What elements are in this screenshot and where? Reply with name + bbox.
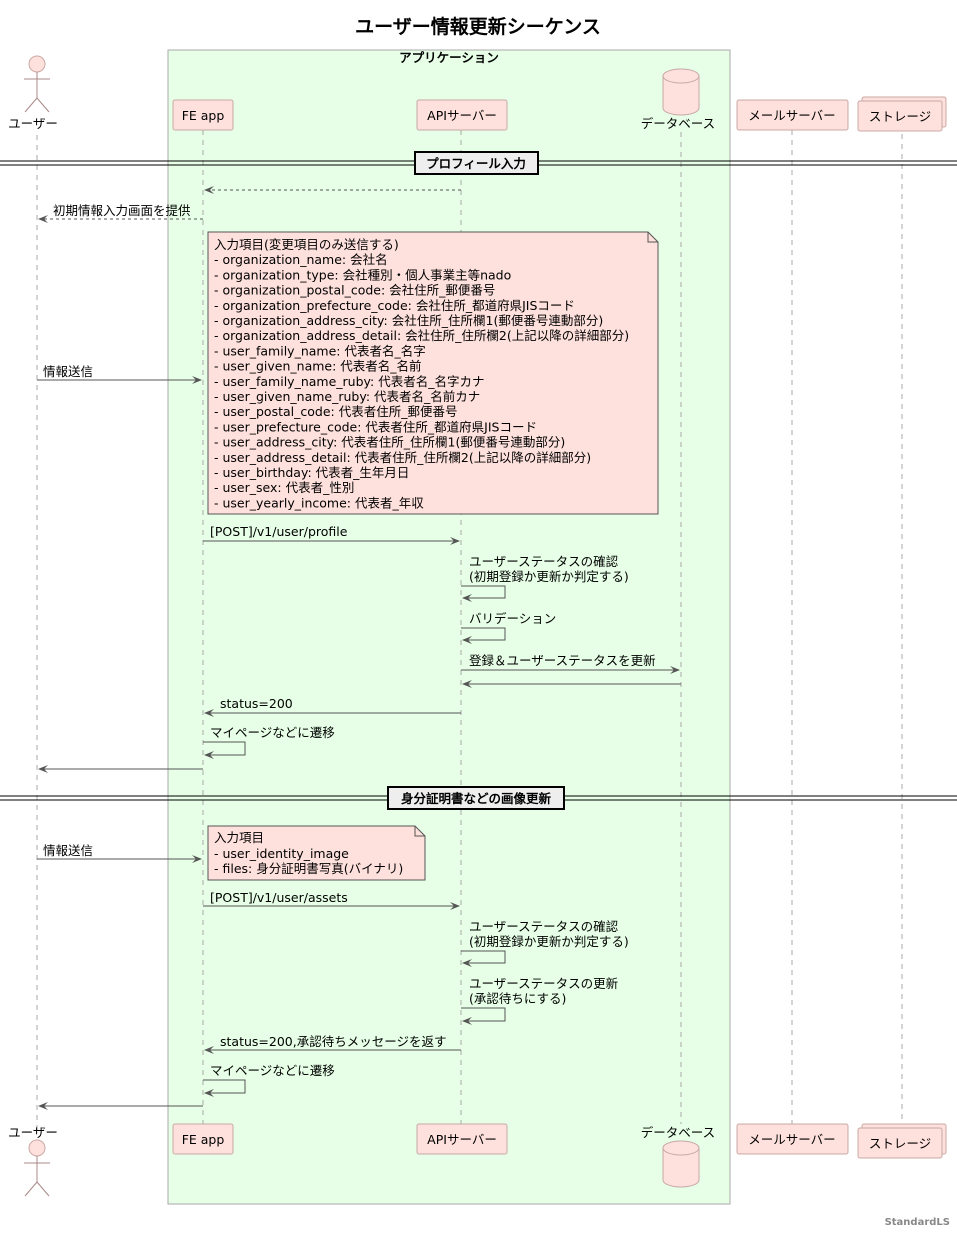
svg-text:ユーザー: ユーザー	[8, 116, 58, 131]
note-line: - user_yearly_income: 代表者_年収	[214, 495, 424, 510]
note-line: 入力項目(変更項目のみ送信する)	[214, 237, 399, 252]
note-line: - user_birthday: 代表者_生年月日	[214, 465, 409, 480]
svg-text:メールサーバー: メールサーバー	[748, 1132, 835, 1147]
self-message-check-2	[461, 950, 506, 967]
svg-text:APIサーバー: APIサーバー	[427, 108, 497, 123]
svg-text:ストレージ: ストレージ	[869, 109, 931, 124]
self-message-mypage-2	[203, 1079, 246, 1097]
message-label: (初期登録か更新か判定する)	[469, 569, 629, 584]
participant-mail-top: メールサーバー	[736, 99, 849, 131]
message-label: [POST]/v1/user/assets	[210, 890, 348, 905]
message-label: ユーザーステータスの確認	[469, 919, 619, 934]
message-label: マイページなどに遷移	[210, 1063, 335, 1078]
message-label: ユーザーステータスの更新	[469, 976, 618, 991]
participant-api-top: APIサーバー	[416, 99, 508, 131]
note-line: - user_given_name_ruby: 代表者名_名前カナ	[214, 389, 480, 404]
message-label: 情報送信	[43, 843, 93, 858]
message-label: status=200,承認待ちメッセージを返す	[220, 1034, 446, 1049]
note-line: - organization_postal_code: 会社住所_郵便番号	[214, 283, 495, 298]
note-line: - user_address_city: 代表者住所_住所欄1(郵便番号連動部分…	[214, 435, 565, 450]
note-line: - user_given_name: 代表者名_名前	[214, 359, 422, 374]
note-line: - organization_prefecture_code: 会社住所_都道府…	[214, 298, 575, 313]
participant-fe-top: FE app	[172, 99, 234, 131]
diagram-title: ユーザー情報更新シーケンス	[355, 15, 601, 38]
note-line: - user_postal_code: 代表者住所_郵便番号	[214, 404, 457, 419]
note-line: - user_family_name_ruby: 代表者名_名字カナ	[214, 374, 484, 389]
participant-api-bottom: APIサーバー	[416, 1123, 508, 1155]
svg-text:データベース: データベース	[641, 1125, 715, 1140]
participant-db-bottom: データベース	[641, 1125, 715, 1188]
self-message-mypage	[203, 741, 246, 759]
message-label: (承認待ちにする)	[469, 991, 566, 1006]
database-icon	[662, 68, 700, 116]
group-label: アプリケーション	[399, 50, 499, 65]
participant-mail-bottom: メールサーバー	[736, 1123, 849, 1155]
message-label: 初期情報入力画面を提供	[53, 203, 191, 218]
note-line: - organization_type: 会社種別・個人事業主等nado	[214, 267, 511, 282]
participant-db-top: データベース	[641, 68, 715, 131]
participant-fe-bottom: FE app	[172, 1123, 234, 1155]
message-label: status=200	[220, 696, 293, 711]
note-image-fields: 入力項目 - user_identity_image - files: 身分証明…	[207, 825, 426, 881]
note-input-fields: 入力項目(変更項目のみ送信する)- organization_name: 会社名…	[207, 231, 659, 515]
participant-storage-bottom: ストレージ	[857, 1123, 947, 1159]
svg-text:ユーザー: ユーザー	[8, 1125, 58, 1140]
note-line: - organization_name: 会社名	[214, 252, 388, 267]
actor-icon	[24, 1139, 50, 1197]
message-label: ユーザーステータスの確認	[469, 554, 619, 569]
participant-user-top: ユーザー	[8, 55, 58, 131]
message-label: 登録＆ユーザーステータスを更新	[469, 653, 656, 668]
database-icon	[662, 1140, 700, 1188]
lifelines	[36, 130, 903, 1130]
note-line: - user_address_detail: 代表者住所_住所欄2(上記以降の詳…	[214, 450, 591, 465]
svg-text:身分証明書などの画像更新: 身分証明書などの画像更新	[401, 791, 552, 806]
note-line: - user_prefecture_code: 代表者住所_都道府県JISコード	[214, 419, 537, 434]
message-label: 情報送信	[43, 364, 93, 379]
note-line: - user_family_name: 代表者名_名字	[214, 343, 426, 358]
svg-text:プロフィール入力: プロフィール入力	[426, 156, 526, 171]
svg-text:ストレージ: ストレージ	[869, 1136, 931, 1151]
svg-text:FE app: FE app	[182, 108, 225, 123]
message-label: (初期登録か更新か判定する)	[469, 934, 629, 949]
section-divider-profile: プロフィール入力	[0, 151, 957, 175]
note-line: - organization_address_detail: 会社住所_住所欄2…	[214, 328, 629, 343]
note-line: - organization_address_city: 会社住所_住所欄1(郵…	[214, 313, 603, 328]
message-label: [POST]/v1/user/profile	[210, 524, 348, 539]
svg-text:APIサーバー: APIサーバー	[427, 1132, 497, 1147]
footer-label: StandardLS	[885, 1217, 950, 1228]
application-group	[167, 49, 731, 1205]
svg-text:入力項目: 入力項目	[214, 830, 264, 845]
svg-text:FE app: FE app	[182, 1132, 225, 1147]
svg-text:メールサーバー: メールサーバー	[748, 108, 835, 123]
message-label: バリデーション	[469, 611, 556, 626]
participant-storage-top: ストレージ	[857, 96, 947, 132]
self-message-validation	[461, 627, 506, 644]
actor-icon	[24, 55, 50, 113]
self-message-update-status	[461, 1007, 506, 1025]
participant-user-bottom: ユーザー	[8, 1125, 58, 1197]
svg-text:- user_identity_image: - user_identity_image	[214, 846, 349, 861]
svg-text:- files: 身分証明書写真(バイナリ): - files: 身分証明書写真(バイナリ)	[214, 861, 403, 876]
message-label: マイページなどに遷移	[210, 725, 335, 740]
self-message-check	[461, 585, 506, 602]
note-line: - user_sex: 代表者_性別	[214, 480, 354, 495]
svg-text:データベース: データベース	[641, 116, 715, 131]
section-divider-image-update: 身分証明書などの画像更新	[0, 786, 957, 810]
